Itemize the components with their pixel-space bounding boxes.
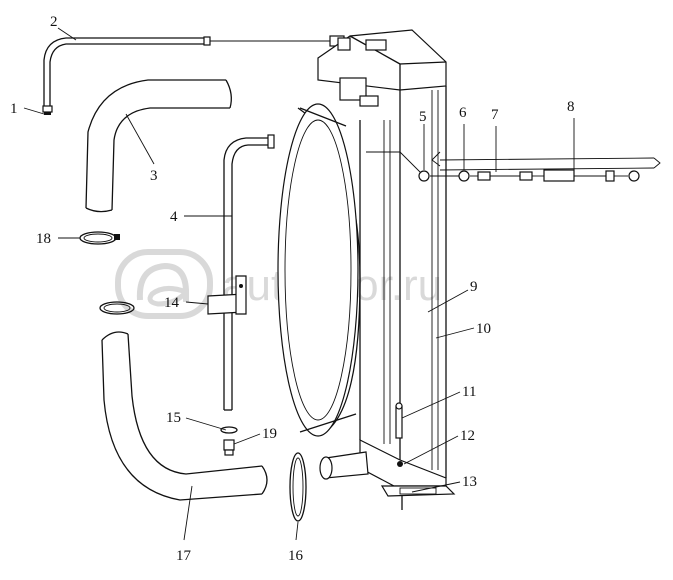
callout-19: 19 <box>262 426 277 442</box>
leader-lines <box>23 27 575 541</box>
part-6-nut <box>458 170 470 182</box>
callout-10: 10 <box>476 321 491 337</box>
fan-shroud <box>277 103 361 437</box>
callout-18: 18 <box>36 231 51 247</box>
part-1-cap <box>42 105 53 115</box>
callout-1: 1 <box>10 101 18 117</box>
part-18-clamp <box>79 231 120 245</box>
callout-15: 15 <box>166 410 181 426</box>
radiator-body <box>317 29 456 510</box>
callout-4: 4 <box>170 209 178 225</box>
callout-2: 2 <box>50 14 58 30</box>
part-14-bracket <box>207 275 247 315</box>
overflow-line <box>366 151 661 182</box>
callout-7: 7 <box>491 107 499 123</box>
callout-3: 3 <box>150 168 158 184</box>
callout-16: 16 <box>288 548 304 564</box>
part-3-upper-hose <box>85 79 232 213</box>
watermark-logo-icon <box>115 249 213 319</box>
part-8-tube <box>543 169 575 182</box>
callout-12: 12 <box>460 428 475 444</box>
callout-14: 14 <box>164 295 180 311</box>
part-16-gasket <box>289 452 307 522</box>
part-17-lower-hose <box>99 301 268 501</box>
callout-6: 6 <box>459 105 467 121</box>
callout-5: 5 <box>419 109 427 125</box>
callout-9: 9 <box>470 279 478 295</box>
callout-8: 8 <box>567 99 575 115</box>
callout-labels: 1 2 3 4 5 6 7 8 9 10 11 12 13 14 15 19 1… <box>10 14 575 564</box>
part-7-fitting <box>477 171 491 181</box>
callout-17: 17 <box>176 548 192 564</box>
part-15-washer <box>220 426 238 434</box>
part-4-pipe <box>223 134 275 411</box>
callout-13: 13 <box>462 474 477 490</box>
callout-11: 11 <box>462 384 476 400</box>
part-19-drain-fitting <box>223 439 235 456</box>
part-2-breather-pipe <box>43 35 345 106</box>
part-5-connector <box>418 170 430 182</box>
